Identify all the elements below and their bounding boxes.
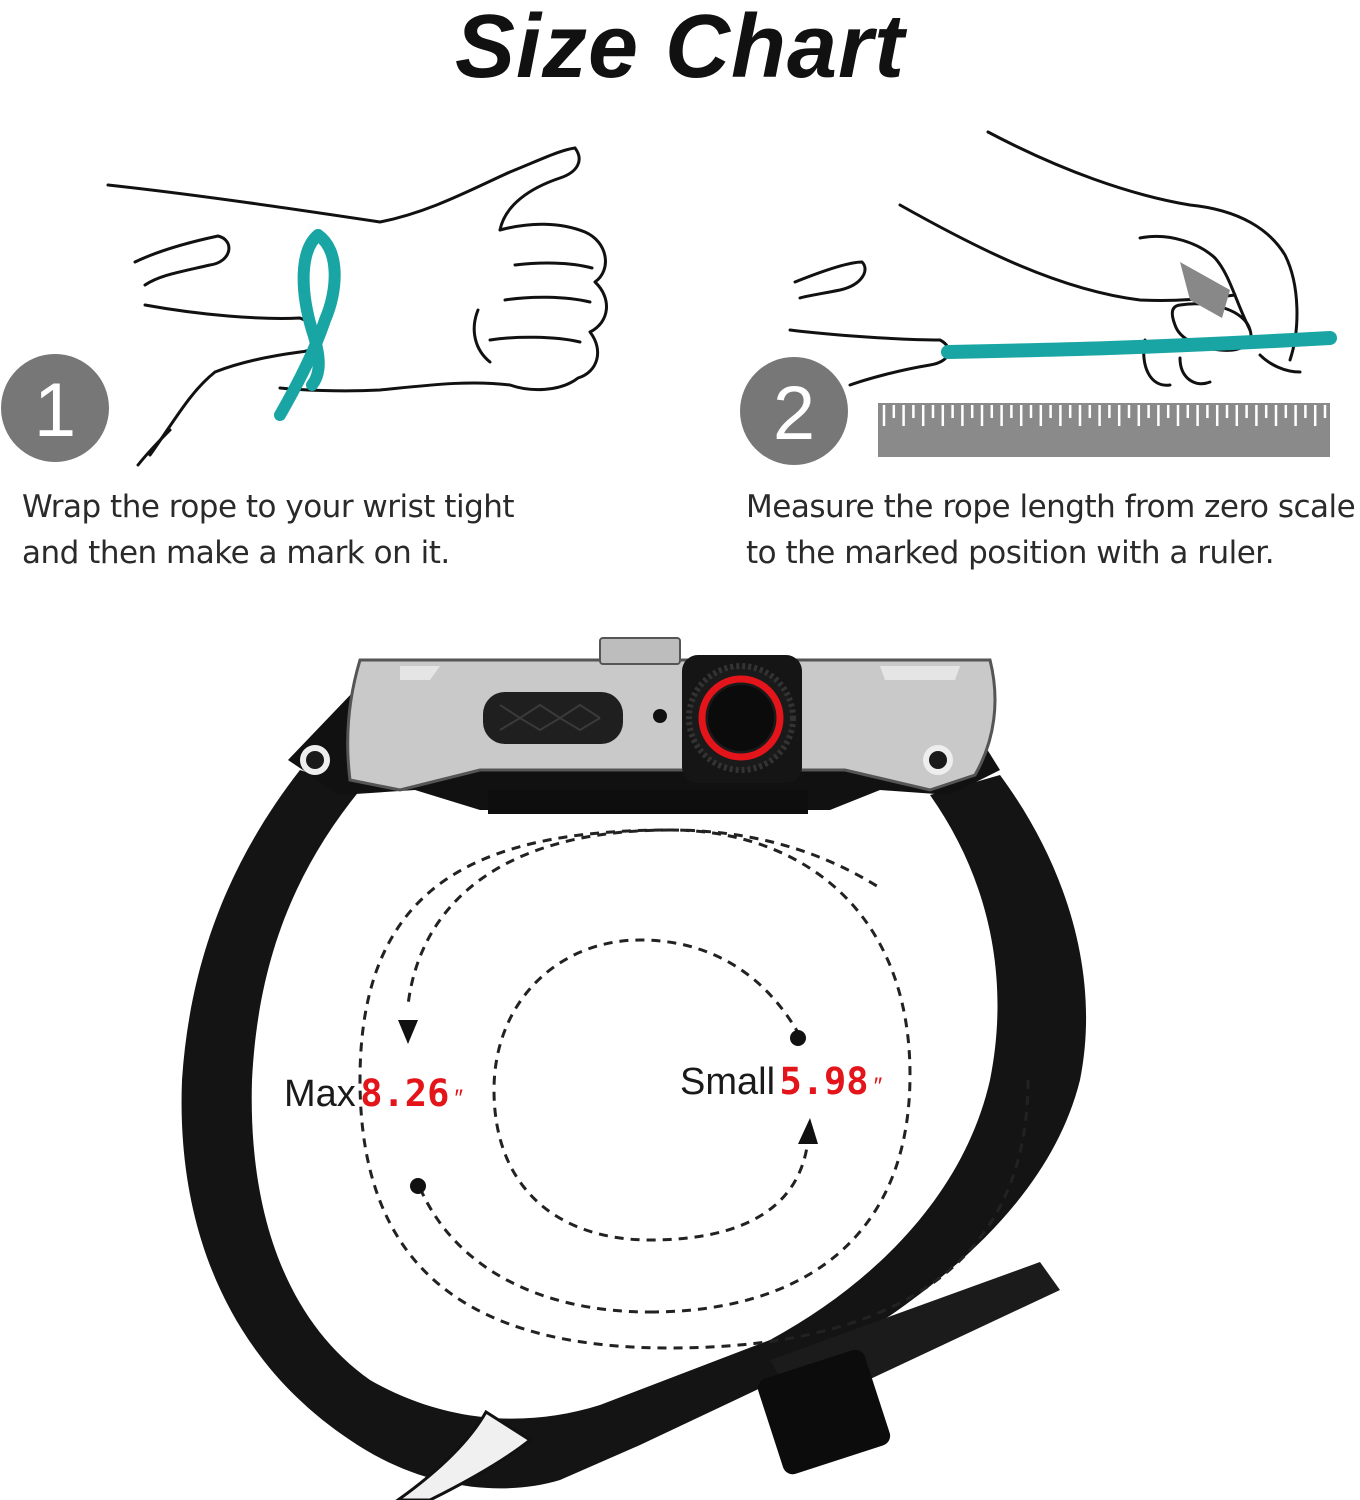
small-label: Small xyxy=(680,1061,776,1103)
step-1-badge: 1 xyxy=(1,354,109,462)
step-2-badge: 2 xyxy=(740,357,848,465)
max-start-dot xyxy=(410,1178,426,1194)
rope-on-wrist xyxy=(274,229,341,421)
small-unit: ″ xyxy=(872,1073,882,1100)
max-label: Max xyxy=(284,1073,356,1115)
step-2-caption-line1: Measure the rope length from zero scale xyxy=(746,489,1356,525)
max-unit: ″ xyxy=(453,1085,462,1112)
max-value: 8.26 xyxy=(360,1072,450,1115)
step-2-number: 2 xyxy=(773,371,815,456)
step-2-caption: Measure the rope length from zero scale … xyxy=(746,484,1356,576)
step-1-number: 1 xyxy=(34,368,76,453)
page-title: Size Chart xyxy=(454,0,906,97)
small-start-dot xyxy=(790,1030,806,1046)
step-1-caption-line2: and then make a mark on it. xyxy=(22,535,450,571)
small-value: 5.98 xyxy=(779,1060,869,1103)
small-measurement: Small 5.98″ xyxy=(680,1060,881,1104)
small-size-circle xyxy=(492,938,810,1242)
step-1-caption: Wrap the rope to your wrist tight and th… xyxy=(22,484,515,576)
wrist-wrap-illustration xyxy=(106,146,608,467)
watch-band xyxy=(181,637,1087,1500)
ruler xyxy=(878,403,1330,457)
max-size-circle xyxy=(358,828,1030,1350)
max-measurement: Max 8.26″ xyxy=(284,1072,462,1116)
small-arrow-icon xyxy=(798,1118,818,1144)
max-arrow-icon xyxy=(398,1020,418,1044)
step-2-caption-line2: to the marked position with a ruler. xyxy=(746,535,1275,571)
rope-on-ruler xyxy=(941,331,1337,359)
step-1-caption-line1: Wrap the rope to your wrist tight xyxy=(22,489,515,525)
